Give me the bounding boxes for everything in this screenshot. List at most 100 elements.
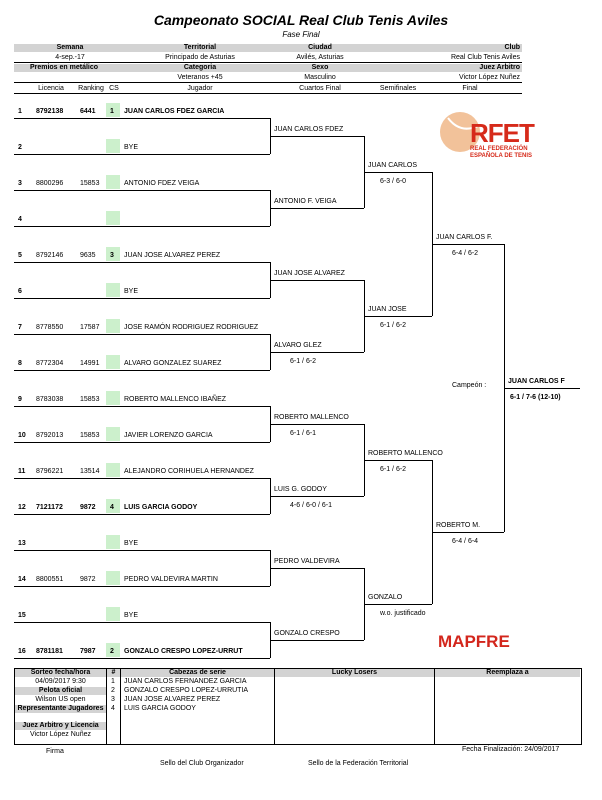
round-line bbox=[270, 424, 364, 425]
footer-divider bbox=[120, 668, 121, 744]
value-juez: Victor López Nuñez bbox=[459, 74, 520, 81]
value-semana: 4-sep.-17 bbox=[55, 54, 85, 61]
seed-name: LUIS GARCIA GODOY bbox=[124, 705, 196, 712]
player-ranking: 14991 bbox=[80, 360, 100, 367]
value-club: Real Club Tenis Aviles bbox=[450, 54, 520, 61]
player-licencia: 8800296 bbox=[36, 180, 64, 187]
player-ranking: 6441 bbox=[80, 108, 96, 115]
player-licencia: 8792013 bbox=[36, 432, 64, 439]
seed-name: JUAN JOSE ALVAREZ PEREZ bbox=[124, 696, 221, 703]
player-seed: 3 bbox=[110, 252, 114, 259]
player-name: ALVARO GONZALEZ SUAREZ bbox=[124, 360, 222, 367]
rfet-subtitle-line-1: REAL FEDERACIÓN bbox=[470, 146, 528, 152]
mapfre-logo: MAPFRE bbox=[438, 632, 510, 651]
round-line bbox=[270, 136, 364, 137]
player-name: ROBERTO MALLENCO IBAÑEZ bbox=[124, 396, 227, 403]
representante-label: Representante Jugadores bbox=[15, 705, 106, 713]
header-semana: Semana bbox=[56, 44, 84, 51]
player-ranking: 9872 bbox=[80, 504, 96, 511]
player-name: JUAN CARLOS FDEZ GARCIA bbox=[124, 108, 225, 115]
info-header-row-1 bbox=[14, 44, 522, 52]
round-line bbox=[270, 568, 364, 569]
cuartos-player: ALVARO GLEZ bbox=[274, 342, 322, 349]
footer-divider bbox=[106, 668, 107, 744]
player-licencia: 8781181 bbox=[36, 648, 63, 655]
draw-line bbox=[14, 298, 270, 299]
player-ranking: 9872 bbox=[80, 576, 96, 583]
cs-cell bbox=[106, 103, 120, 117]
semifinal-player: JUAN JOSE bbox=[368, 306, 407, 313]
draw-position-number: 14 bbox=[18, 576, 26, 583]
draw-position-number: 16 bbox=[18, 648, 26, 655]
player-licencia: 8783038 bbox=[36, 396, 64, 403]
player-ranking: 15853 bbox=[80, 432, 100, 439]
cs-cell bbox=[106, 283, 120, 297]
cs-cell bbox=[106, 463, 120, 477]
rfet-logo bbox=[440, 112, 480, 152]
semifinal-score: 6-3 / 6-0 bbox=[380, 178, 407, 185]
value-sexo: Masculino bbox=[304, 74, 336, 81]
juez-label: Juez Arbitro y Licencia bbox=[15, 722, 106, 730]
draw-position-number: 6 bbox=[18, 288, 22, 295]
page-title: Campeonato SOCIAL Real Club Tenis Aviles bbox=[153, 12, 449, 28]
round-line bbox=[364, 604, 432, 605]
player-licencia: 8778550 bbox=[36, 324, 64, 331]
player-name: ALEJANDRO CORIHUELA HERNANDEZ bbox=[124, 468, 254, 475]
player-name: JOSE RAMÓN RODRIGUEZ RODRIGUEZ bbox=[124, 324, 259, 331]
col-cs: CS bbox=[109, 85, 119, 92]
player-name: JAVIER LORENZO GARCIA bbox=[124, 432, 213, 439]
header-sexo: Sexo bbox=[311, 64, 329, 71]
seed-name: JUAN CARLOS FERNANDEZ GARCIA bbox=[124, 678, 247, 685]
rfet-wordmark: RFET bbox=[470, 118, 535, 148]
value-categoria: Veteranos +45 bbox=[177, 74, 223, 81]
cuartos-player: GONZALO CRESPO bbox=[274, 630, 340, 637]
draw-line bbox=[14, 406, 270, 407]
cs-cell bbox=[106, 571, 120, 585]
fecha-finalizacion: Fecha Finalización: 24/09/2017 bbox=[462, 746, 560, 753]
draw-line bbox=[14, 226, 270, 227]
player-name: PEDRO VALDEVIRA MARTIN bbox=[124, 576, 218, 583]
cuartos-player: ROBERTO MALLENCO bbox=[274, 414, 349, 421]
player-licencia: 7121172 bbox=[36, 504, 63, 511]
seed-number: 2 bbox=[111, 687, 115, 694]
round-line bbox=[270, 496, 364, 497]
cuartos-player: PEDRO VALDEVIRA bbox=[274, 558, 340, 565]
player-name: BYE bbox=[124, 288, 139, 295]
info-values-row-1 bbox=[14, 53, 522, 63]
value-ciudad: Avilés, Asturias bbox=[296, 54, 344, 61]
col-licencia: Licencia bbox=[38, 85, 64, 92]
cuartos-player: ANTONIO F. VEIGA bbox=[274, 198, 337, 205]
col-cuartos: Cuartos Final bbox=[299, 85, 341, 92]
cs-cell bbox=[106, 535, 120, 549]
rfet-subtitle: REAL FEDERACIÓN ESPAÑOLA DE TENIS bbox=[470, 146, 532, 160]
draw-line bbox=[14, 262, 270, 263]
draw-line bbox=[14, 154, 270, 155]
juez-value: Victor López Nuñez bbox=[30, 731, 91, 738]
col-jugador: Jugador bbox=[187, 85, 213, 92]
cs-cell bbox=[106, 391, 120, 405]
header-premios: Premios en metálico bbox=[29, 64, 99, 71]
champion-line bbox=[504, 388, 580, 389]
round-line bbox=[270, 352, 364, 353]
round-line bbox=[432, 244, 504, 245]
cs-cell bbox=[106, 139, 120, 153]
draw-line bbox=[14, 514, 270, 515]
player-name: LUIS GARCIA GODOY bbox=[124, 504, 198, 511]
footer-divider bbox=[434, 668, 435, 744]
player-name: BYE bbox=[124, 612, 139, 619]
info-header-row-2 bbox=[14, 64, 522, 72]
seed-number: 4 bbox=[111, 705, 115, 712]
round-line bbox=[364, 172, 432, 173]
player-ranking: 13514 bbox=[80, 468, 100, 475]
cuartos-score: 6-1 / 6-1 bbox=[290, 430, 317, 437]
champion-score: 6-1 / 7-6 (12-10) bbox=[510, 394, 561, 401]
round-line bbox=[270, 640, 364, 641]
footer-divider bbox=[274, 668, 275, 744]
semifinal-player: JUAN CARLOS bbox=[368, 162, 418, 169]
draw-position-number: 3 bbox=[18, 180, 22, 187]
player-ranking: 15853 bbox=[80, 396, 100, 403]
header-territorial: Territorial bbox=[183, 44, 217, 51]
page-subtitle: Fase Final bbox=[282, 30, 320, 39]
cuartos-player: LUIS G. GODOY bbox=[274, 486, 327, 493]
col-semifinales: Semifinales bbox=[379, 85, 417, 92]
